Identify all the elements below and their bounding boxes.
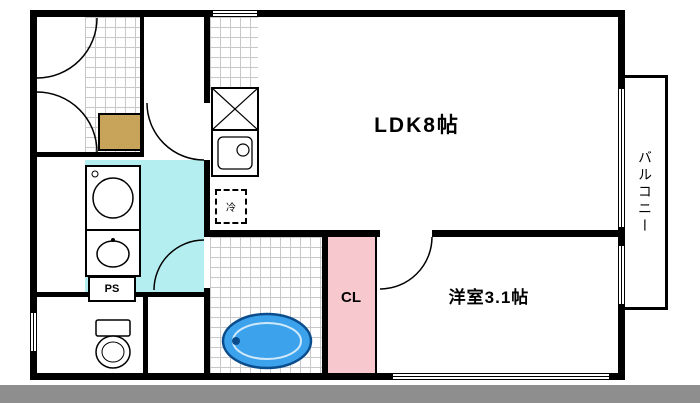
wall-entrance-hall <box>140 17 144 157</box>
refrigerator-label: 冷 <box>226 203 236 214</box>
window-kitchen-top <box>212 10 258 17</box>
window-toilet-left <box>30 312 37 352</box>
kitchen-tile-floor <box>210 17 258 90</box>
window-line <box>213 13 257 14</box>
window-line <box>393 376 609 377</box>
wall-bath-closet <box>322 237 328 373</box>
window-line <box>621 246 622 304</box>
window-western-bottom <box>392 373 610 380</box>
ldk-room-label: LDK8帖 <box>374 114 460 137</box>
window-ldk-balcony <box>618 88 625 228</box>
balcony-label: バルコニー <box>637 150 653 235</box>
window-western-balcony <box>618 245 625 305</box>
wall-washroom-bath-lower <box>204 288 210 373</box>
balcony: バルコニー <box>622 75 668 310</box>
pipe-space: PS <box>88 276 136 302</box>
wall-ldk-south-left <box>204 230 380 237</box>
closet-door-line <box>375 237 377 373</box>
window-line <box>621 89 622 227</box>
pipe-space-label: PS <box>104 283 120 295</box>
bottom-ground-bar <box>0 385 700 403</box>
refrigerator-space: 冷 <box>215 189 247 224</box>
closet-label: CL <box>341 289 361 306</box>
shoe-cabinet <box>98 113 144 151</box>
wall-toilet-right <box>143 297 148 373</box>
closet-floor <box>328 237 375 373</box>
window-line <box>33 313 34 351</box>
western-room-label: 洋室3.1帖 <box>448 288 530 307</box>
wall-ldk-south-right <box>432 230 618 237</box>
wall-washroom-ldk <box>204 160 210 230</box>
wall-entrance-bottom <box>37 152 144 157</box>
wall-hall-kitchen-upper <box>204 17 210 103</box>
